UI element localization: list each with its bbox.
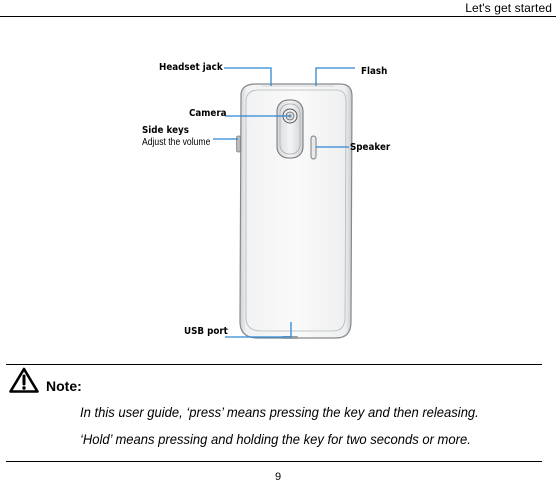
header-divider [0,16,556,17]
warning-icon [9,367,39,393]
note-line-press: In this user guide, ‘press’ means pressi… [80,404,479,420]
phone-illustration [213,67,355,339]
label-flash: Flash [361,66,388,77]
callout-flash [315,67,355,86]
note-title: Note: [46,378,82,394]
label-usb-port: USB port [184,326,228,337]
label-headset-jack: Headset jack [159,62,223,73]
label-camera: Camera [189,108,227,119]
note-divider-bottom [6,461,542,462]
callout-usb-port [225,322,292,338]
speaker-slot [310,135,317,160]
note-line-hold: ‘Hold’ means pressing and holding the ke… [80,431,471,447]
label-side-keys-desc: Adjust the volume [142,137,211,148]
callout-headset-jack [224,67,272,86]
note-divider-top [6,364,542,365]
running-header: Let's get started [465,1,552,15]
page-number: 9 [274,471,282,483]
label-side-keys: Side keys [142,125,189,136]
callout-lines [213,67,355,338]
phone-back-diagram: Headset jack Flash Camera Side keys Adju… [142,62,391,339]
label-speaker: Speaker [350,142,391,153]
camera-module [276,99,304,159]
